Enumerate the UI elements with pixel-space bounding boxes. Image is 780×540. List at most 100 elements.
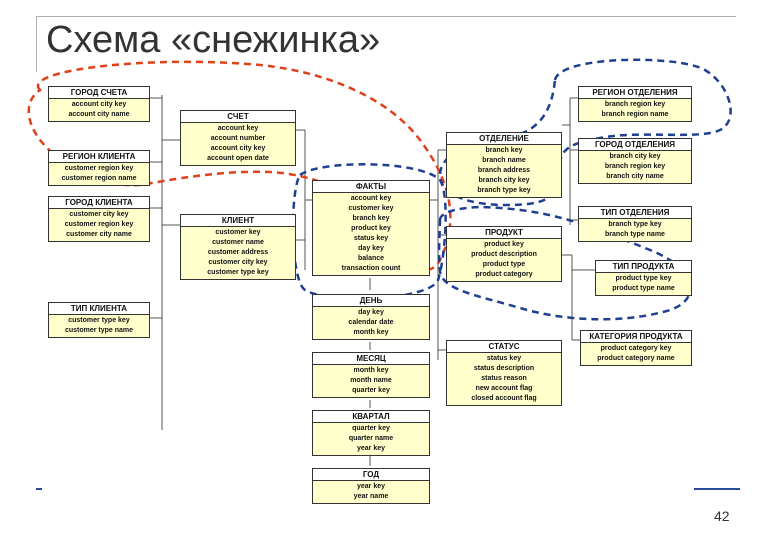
entity-region-otdeleniya[interactable]: РЕГИОН ОТДЕЛЕНИЯ branch region key branc… xyxy=(578,86,692,122)
field: month key xyxy=(353,367,389,374)
field: product type xyxy=(482,261,526,268)
field: year key xyxy=(356,445,386,452)
field: year name xyxy=(353,493,389,500)
entity-header: ГОРОД СЧЕТА xyxy=(49,87,149,99)
field: new account flag xyxy=(475,385,533,392)
entity-fakty[interactable]: ФАКТЫ account key customer key branch ke… xyxy=(312,180,430,276)
entity-status[interactable]: СТАТУС status key status description sta… xyxy=(446,340,562,406)
field: transaction count xyxy=(341,265,401,272)
field: customer city name xyxy=(66,231,132,238)
field: product key xyxy=(484,241,524,248)
footer-rule-right xyxy=(694,488,740,490)
field: branch type name xyxy=(605,231,665,238)
field: customer city key xyxy=(208,259,268,266)
field: product category name xyxy=(597,355,675,362)
entity-tip-klienta[interactable]: ТИП КЛИЕНТА customer type key customer t… xyxy=(48,302,150,338)
entity-header: ОТДЕЛЕНИЕ xyxy=(447,133,561,145)
field: branch region key xyxy=(604,101,666,108)
entity-header: ТИП ПРОДУКТА xyxy=(596,261,691,273)
field: status key xyxy=(486,355,522,362)
field: status reason xyxy=(481,375,527,382)
entity-header: ТИП КЛИЕНТА xyxy=(49,303,149,315)
entity-kategoriya-produkta[interactable]: КАТЕГОРИЯ ПРОДУКТА product category key … xyxy=(580,330,692,366)
footer-rule-left xyxy=(36,488,42,490)
field: customer type name xyxy=(64,327,134,334)
field: quarter key xyxy=(352,425,390,432)
entity-header: КЛИЕНТ xyxy=(181,215,295,227)
entity-den[interactable]: ДЕНЬ day key calendar date month key xyxy=(312,294,430,340)
field: branch address xyxy=(477,167,531,174)
entity-mesyac[interactable]: МЕСЯЦ month key month name quarter key xyxy=(312,352,430,398)
field: account key xyxy=(350,195,392,202)
field: branch key xyxy=(352,215,390,222)
field: calendar date xyxy=(348,319,394,326)
entity-header: МЕСЯЦ xyxy=(313,353,429,365)
field: branch type key xyxy=(477,187,531,194)
field: product category xyxy=(475,271,533,278)
field: branch city key xyxy=(609,153,661,160)
field: day key xyxy=(358,309,384,316)
field: product key xyxy=(351,225,391,232)
entity-tip-produkta[interactable]: ТИП ПРОДУКТА product type key product ty… xyxy=(595,260,692,296)
entity-gorod-scheta[interactable]: ГОРОД СЧЕТА account city key account cit… xyxy=(48,86,150,122)
entity-header: СЧЕТ xyxy=(181,111,295,123)
title-rule-top xyxy=(36,16,736,17)
title-rule-left xyxy=(36,16,37,72)
field: customer type key xyxy=(68,317,130,324)
entity-header: КАТЕГОРИЯ ПРОДУКТА xyxy=(581,331,691,343)
field: account city key xyxy=(210,145,266,152)
entity-god[interactable]: ГОД year key year name xyxy=(312,468,430,504)
field: account key xyxy=(217,125,259,132)
field: status description xyxy=(473,365,535,372)
field: customer region key xyxy=(64,221,134,228)
entity-gorod-otdeleniya[interactable]: ГОРОД ОТДЕЛЕНИЯ branch city key branch r… xyxy=(578,138,692,184)
field: branch type key xyxy=(608,221,662,228)
entity-schet[interactable]: СЧЕТ account key account number account … xyxy=(180,110,296,166)
field: customer address xyxy=(207,249,269,256)
blue-dashed-outline-product xyxy=(437,205,692,321)
field: customer name xyxy=(212,239,264,246)
field: customer city key xyxy=(69,211,129,218)
field: branch city key xyxy=(478,177,530,184)
field: customer region key xyxy=(64,165,134,172)
entity-header: КВАРТАЛ xyxy=(313,411,429,423)
field: balance xyxy=(357,255,385,262)
entity-header: ГОД xyxy=(313,469,429,481)
entity-klient[interactable]: КЛИЕНТ customer key customer name custom… xyxy=(180,214,296,280)
field: account number xyxy=(210,135,266,142)
field: account city name xyxy=(68,111,130,118)
entity-otdelenie[interactable]: ОТДЕЛЕНИЕ branch key branch name branch … xyxy=(446,132,562,198)
field: quarter key xyxy=(352,387,390,394)
entity-header: ГОРОД КЛИЕНТА xyxy=(49,197,149,209)
slide-title: Схема «снежинка» xyxy=(46,19,381,61)
entity-kvartal[interactable]: КВАРТАЛ quarter key quarter name year ke… xyxy=(312,410,430,456)
field: branch region key xyxy=(604,163,666,170)
field: closed account flag xyxy=(471,395,537,402)
page-number: 42 xyxy=(714,508,730,524)
field: branch name xyxy=(482,157,526,164)
field: customer key xyxy=(348,205,394,212)
entity-header: ГОРОД ОТДЕЛЕНИЯ xyxy=(579,139,691,151)
entity-region-klienta[interactable]: РЕГИОН КЛИЕНТА customer region key custo… xyxy=(48,150,150,186)
field: product type key xyxy=(615,275,672,282)
field: product category key xyxy=(600,345,672,352)
field: product type name xyxy=(612,285,675,292)
entity-header: РЕГИОН ОТДЕЛЕНИЯ xyxy=(579,87,691,99)
entity-header: ДЕНЬ xyxy=(313,295,429,307)
field: account city key xyxy=(71,101,127,108)
field: month key xyxy=(353,329,389,336)
field: branch city name xyxy=(606,173,664,180)
field: quarter name xyxy=(348,435,394,442)
field: status key xyxy=(353,235,389,242)
entity-tip-otdeleniya[interactable]: ТИП ОТДЕЛЕНИЯ branch type key branch typ… xyxy=(578,206,692,242)
entity-header: ПРОДУКТ xyxy=(447,227,561,239)
field: month name xyxy=(350,377,392,384)
field: day key xyxy=(358,245,384,252)
entity-header: РЕГИОН КЛИЕНТА xyxy=(49,151,149,163)
field: account open date xyxy=(207,155,269,162)
field: branch key xyxy=(485,147,523,154)
entity-gorod-klienta[interactable]: ГОРОД КЛИЕНТА customer city key customer… xyxy=(48,196,150,242)
field: year key xyxy=(356,483,386,490)
entity-produkt[interactable]: ПРОДУКТ product key product description … xyxy=(446,226,562,282)
field: branch region name xyxy=(601,111,669,118)
